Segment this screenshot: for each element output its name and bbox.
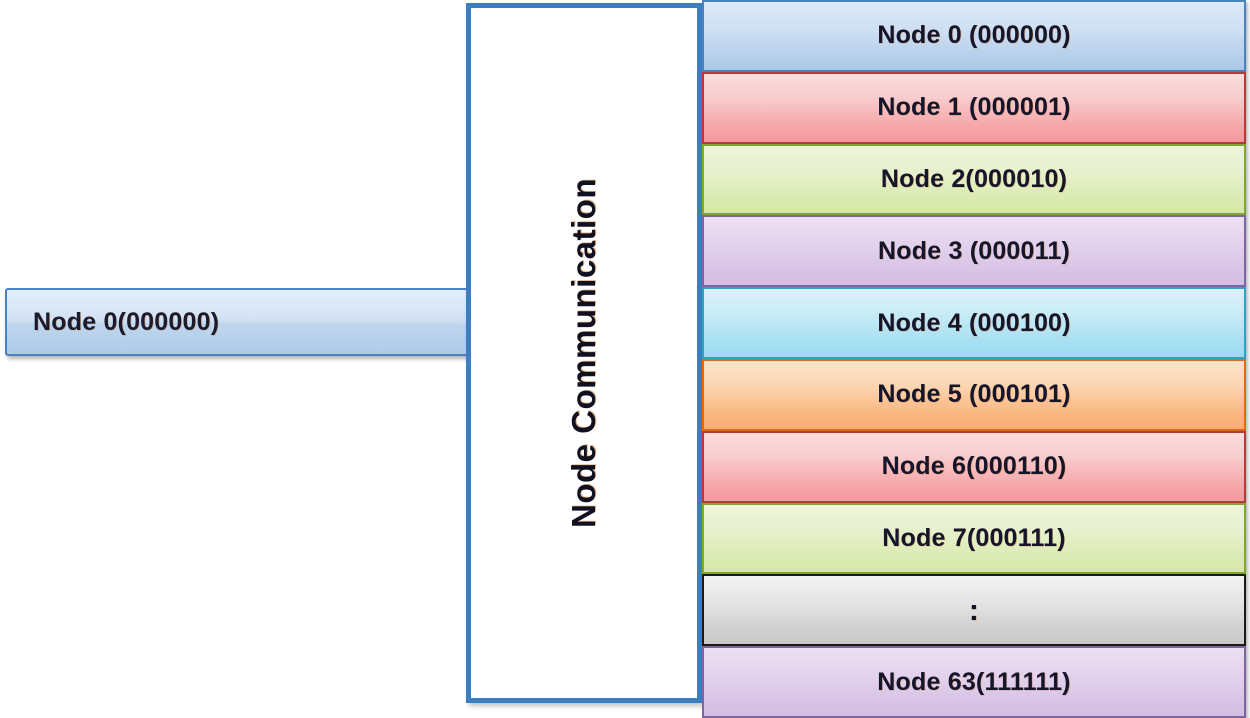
node-list-item[interactable]: Node 0 (000000) [702,0,1246,72]
node-list-item-label: : [968,593,980,627]
node-list-item[interactable]: Node 63(111111) [702,646,1246,718]
node-list-item[interactable]: Node 7(000111) [702,502,1246,575]
node-list-item-label: Node 3 (000011) [878,236,1070,265]
node-communication-label: Node Communication [565,177,603,529]
node-list-item[interactable]: : [702,574,1246,647]
node-list-item[interactable]: Node 3 (000011) [702,215,1246,288]
node-list-item[interactable]: Node 2(000010) [702,143,1246,216]
node-list-item-label: Node 0 (000000) [877,21,1071,50]
node-list-item-label: Node 63(111111) [877,667,1071,696]
source-node-box[interactable]: Node 0(000000) [5,288,469,356]
source-node-label: Node 0(000000) [33,307,220,336]
node-list-item-label: Node 4 (000100) [877,308,1071,337]
node-list-item-label: Node 6(000110) [881,452,1067,481]
node-list-item[interactable]: Node 6(000110) [702,430,1246,503]
node-list-item-label: Node 7(000111) [882,523,1066,552]
node-list-item-label: Node 2(000010) [880,164,1068,193]
node-communication-box[interactable]: Node Communication [466,3,702,703]
node-list: Node 0 (000000) Node 1 (000001) Node 2(000… [702,0,1246,718]
node-list-item-label: Node 5 (000101) [877,380,1071,409]
node-list-item[interactable]: Node 1 (000001) [702,71,1246,144]
node-list-item[interactable]: Node 5 (000101) [702,358,1246,431]
node-list-item-label: Node 1 (000001) [877,93,1071,122]
node-list-item[interactable]: Node 4 (000100) [702,287,1246,359]
node-communication-inner: Node Communication [471,8,697,698]
